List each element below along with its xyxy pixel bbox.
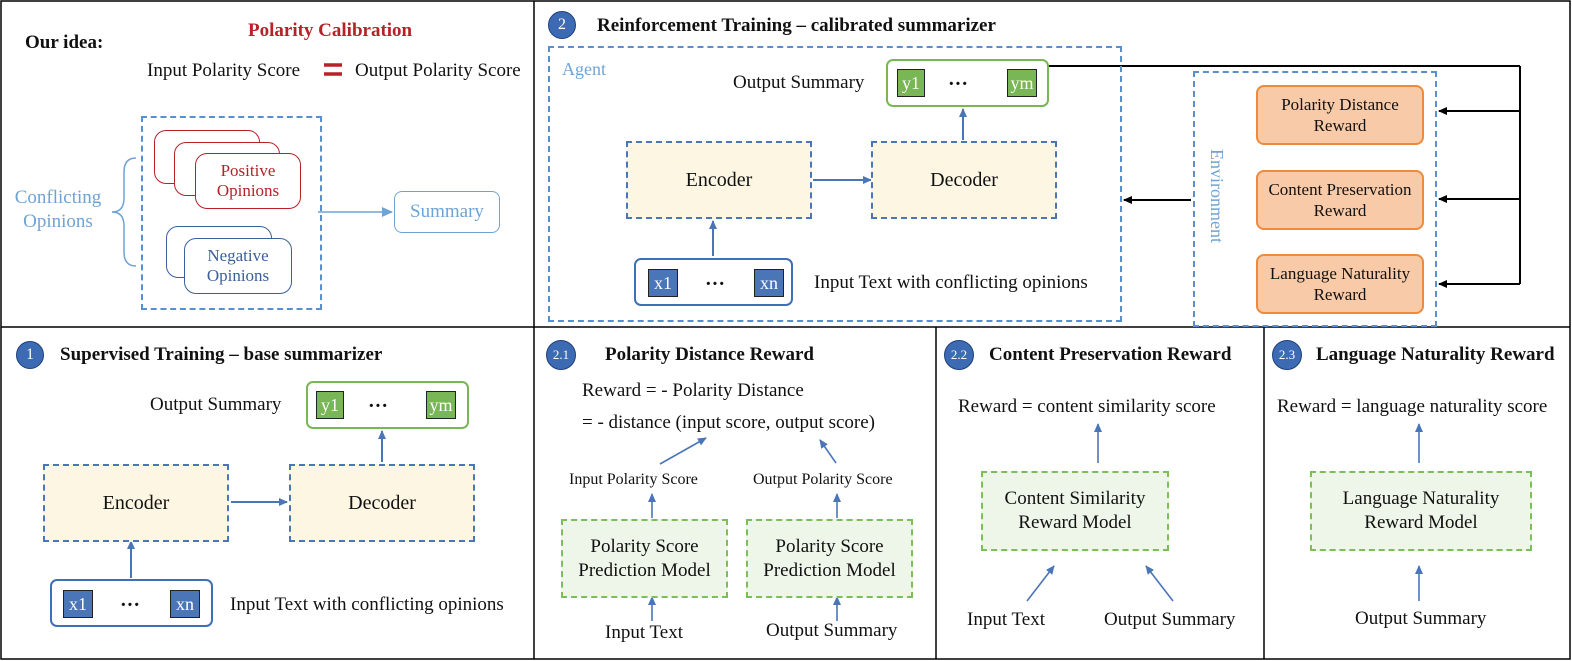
sup-decoder: Decoder [289, 464, 475, 542]
token-ellipsis: ··· [120, 594, 141, 616]
summary-box: Summary [394, 191, 500, 233]
sup-title: Supervised Training – base summarizer [60, 344, 383, 365]
pdr-input-score-label: Input Polarity Score [569, 471, 698, 488]
sup-encoder: Encoder [43, 464, 229, 542]
sup-input-text-label: Input Text with conflicting opinions [230, 594, 504, 615]
agent-container [548, 46, 1122, 322]
pdr-input-text-label: Input Text [605, 622, 684, 643]
pdr-output-score-label: Output Polarity Score [753, 471, 893, 488]
step-2-3-badge: 2.3 [1272, 340, 1302, 370]
language-naturality-reward-box: Language Naturality Reward [1256, 254, 1424, 314]
rl-output-summary-label: Output Summary [733, 72, 865, 93]
rl-input-text-label: Input Text with conflicting opinions [814, 272, 1088, 293]
cpr-title: Content Preservation Reward [989, 344, 1232, 365]
token-x1: x1 [648, 269, 678, 297]
agent-label: Agent [562, 59, 606, 79]
cpr-model: Content Similarity Reward Model [981, 471, 1169, 551]
calibration-title: Polarity Calibration [248, 20, 413, 41]
positive-opinions-card: Positive Opinions [195, 153, 301, 209]
environment-label: Environment [1207, 149, 1227, 243]
token-y1: y1 [316, 391, 344, 419]
pdr-title: Polarity Distance Reward [605, 344, 814, 365]
input-polarity-score-label: Input Polarity Score [147, 60, 301, 81]
pdr-output-summary-label: Output Summary [766, 620, 898, 641]
pdr-output-model: Polarity Score Prediction Model [746, 519, 913, 598]
token-ym: ym [426, 391, 456, 419]
step-2-1-badge: 2.1 [546, 340, 576, 370]
step-2-2-badge: 2.2 [944, 340, 974, 370]
token-x1: x1 [63, 590, 93, 618]
token-y1: y1 [897, 69, 925, 97]
environment-container [1193, 71, 1437, 327]
cpr-equation: Reward = content similarity score [958, 396, 1216, 417]
step-1-badge: 1 [16, 341, 44, 369]
pdr-input-model: Polarity Score Prediction Model [561, 519, 728, 598]
output-polarity-score-label: Output Polarity Score [355, 60, 521, 81]
token-ym: ym [1007, 69, 1037, 97]
rl-title: Reinforcement Training – calibrated summ… [597, 15, 996, 36]
pdr-equation-1: Reward = - Polarity Distance [582, 380, 804, 401]
token-ellipsis: ··· [368, 395, 389, 417]
lnr-title: Language Naturality Reward [1316, 344, 1555, 365]
opinions-container [141, 116, 322, 310]
content-preservation-reward-box: Content Preservation Reward [1256, 170, 1424, 230]
polarity-distance-reward-box: Polarity Distance Reward [1256, 85, 1424, 145]
rl-decoder: Decoder [871, 141, 1057, 219]
conflicting-opinions-label: Conflicting Opinions [14, 187, 102, 232]
token-xn: xn [754, 269, 784, 297]
token-ellipsis: ··· [948, 73, 969, 95]
sup-output-summary-label: Output Summary [150, 394, 282, 415]
pdr-equation-2: = - distance (input score, output score) [582, 412, 875, 433]
lnr-equation: Reward = language naturality score [1277, 396, 1548, 417]
brace [111, 157, 137, 267]
token-ellipsis: ··· [705, 273, 726, 295]
lnr-model: Language Naturality Reward Model [1310, 471, 1532, 551]
idea-label: Our idea: [25, 32, 104, 53]
cpr-input-text-label: Input Text [967, 609, 1046, 630]
token-xn: xn [170, 590, 200, 618]
rl-encoder: Encoder [626, 141, 812, 219]
step-2-badge: 2 [548, 11, 576, 39]
cpr-output-summary-label: Output Summary [1104, 609, 1236, 630]
equals-sign [324, 63, 342, 76]
lnr-output-summary-label: Output Summary [1355, 608, 1487, 629]
negative-opinions-card: Negative Opinions [184, 238, 292, 294]
